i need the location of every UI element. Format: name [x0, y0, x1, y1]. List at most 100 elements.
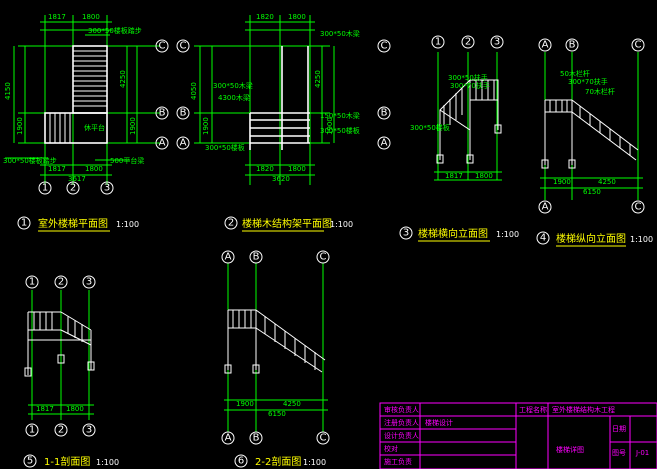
- tb-label: 日期: [612, 425, 626, 433]
- note-text: 300*50楼板: [320, 126, 360, 135]
- dim-text: 1900: [326, 117, 334, 135]
- tb-label: 工程名称: [519, 405, 547, 414]
- axis-label: A: [542, 40, 549, 51]
- axis-label: B: [180, 108, 187, 119]
- view-number: 1: [21, 218, 27, 229]
- axis-label: C: [635, 202, 642, 213]
- tb-value: J-01: [635, 449, 649, 457]
- dim-text: 1820: [256, 13, 274, 21]
- dim-text: 1820: [256, 165, 274, 173]
- view-number: 6: [238, 456, 244, 467]
- dim-text: 4050: [190, 82, 198, 100]
- tb-label: 校对: [384, 444, 398, 453]
- view-3-texts: 300*50扶手 300*70扶手 300*50楼板 1817 1800: [410, 73, 493, 180]
- view-title: 1-1剖面图: [44, 455, 90, 468]
- dim-text: 1800: [85, 165, 103, 173]
- view-number: 2: [228, 218, 234, 229]
- axis-label: 3: [104, 183, 110, 194]
- view-title: 楼梯横向立面图: [418, 227, 488, 240]
- view-title: 楼梯纵向立面图: [556, 232, 626, 245]
- view-1-texts: 1817 1800 300*50楼板踏步 4150 1900 4250 1900…: [3, 13, 144, 183]
- dim-text: 1800: [288, 13, 306, 21]
- dim-text: 1900: [553, 178, 571, 186]
- title-block: 审核负责人 注册负责人 设计负责人 校对 施工负责 楼梯设计 工程名称 室外楼梯…: [379, 402, 657, 469]
- dim-text: 1800: [288, 165, 306, 173]
- dim-text: 1817: [36, 405, 54, 413]
- dim-text: 1817: [445, 172, 463, 180]
- note-text: 休平台: [84, 123, 105, 132]
- axis-label: C: [635, 40, 642, 51]
- axis-label: C: [180, 41, 187, 52]
- axis-label: 1: [435, 37, 441, 48]
- view-6-texts: 1900 4250 6150: [236, 400, 301, 418]
- view-4-longitudinal-elevation: [540, 52, 643, 200]
- axis-label: A: [159, 138, 166, 149]
- dim-text: 1900: [236, 400, 254, 408]
- note-text: 300*50楼板踏步: [88, 26, 142, 35]
- dim-text: 1800: [475, 172, 493, 180]
- view-number: 4: [540, 233, 546, 244]
- note-text: 50木栏杆: [560, 69, 590, 78]
- axis-label: 1: [29, 277, 35, 288]
- dim-text: 1800: [82, 13, 100, 21]
- axis-label: 2: [58, 277, 64, 288]
- axis-label: 1: [29, 425, 35, 436]
- dim-text: 1817: [48, 165, 66, 173]
- note-text: 300*50木梁: [320, 29, 360, 38]
- tb-label: 设计负责人: [384, 431, 419, 440]
- note-text: 300*50木梁: [213, 81, 253, 90]
- axis-label: B: [569, 40, 576, 51]
- view-scale: 1:100: [96, 458, 119, 467]
- dim-text: 4250: [283, 400, 301, 408]
- axis-label: C: [381, 41, 388, 52]
- view-scale: 1:100: [330, 220, 353, 229]
- tb-value: 室外楼梯结构木工程: [552, 405, 615, 414]
- note-text: 150*50木梁: [320, 111, 360, 120]
- dim-text: 1900: [129, 117, 137, 135]
- view-scale: 1:100: [303, 458, 326, 467]
- note-text: 300*70扶手: [450, 81, 490, 90]
- axis-label: B: [253, 433, 260, 444]
- note-text: 300*50楼板: [205, 143, 245, 152]
- axis-bubbles: C B A 1 2 3 C B A C B A 1 2 3 A B C A C …: [25, 35, 645, 445]
- dim-text: 4250: [314, 70, 322, 88]
- axis-label: 3: [86, 277, 92, 288]
- note-text: 300*50楼板: [410, 123, 450, 132]
- note-text: 300*50楼板踏步: [3, 156, 57, 165]
- view-titles: 1 室外楼梯平面图 1:100 2 楼梯木结构架平面图 1:100 3 楼梯横向…: [17, 216, 653, 468]
- note-text: 4300木梁: [218, 93, 250, 102]
- dim-text: 1900: [16, 117, 24, 135]
- axis-label: 3: [494, 37, 500, 48]
- dim-text: 6150: [268, 410, 286, 418]
- axis-label: C: [320, 252, 327, 263]
- dim-text: 6150: [583, 188, 601, 196]
- dim-text: 3617: [68, 175, 86, 183]
- axis-label: B: [253, 252, 260, 263]
- view-scale: 1:100: [496, 230, 519, 239]
- tb-label: 施工负责: [384, 457, 412, 466]
- view-number: 5: [27, 456, 33, 467]
- tb-label: 图号: [612, 449, 626, 457]
- view-title: 楼梯木结构架平面图: [242, 217, 332, 230]
- view-6-section-2-2: [224, 263, 328, 432]
- dim-text: 1800: [66, 405, 84, 413]
- axis-label: C: [320, 433, 327, 444]
- axis-label: A: [542, 202, 549, 213]
- dim-text: 3620: [272, 175, 290, 183]
- dim-text: 1817: [48, 13, 66, 21]
- note-text: 300*50扶手: [448, 73, 488, 82]
- view-4-texts: 50木栏杆 300*70扶手 70木栏杆 1900 4250 6150: [553, 69, 616, 196]
- note-text: 300*70扶手: [568, 77, 608, 86]
- axis-label: 2: [58, 425, 64, 436]
- view-1-stair-plan: [5, 15, 160, 185]
- view-title: 室外楼梯平面图: [38, 217, 108, 230]
- tb-label: 注册负责人: [384, 418, 419, 427]
- dim-text: 1900: [202, 117, 210, 135]
- axis-label: 3: [86, 425, 92, 436]
- dim-text: 4150: [4, 82, 12, 100]
- view-title: 2-2剖面图: [255, 455, 301, 468]
- view-2-frame-plan: [194, 15, 335, 185]
- tb-label: 审核负责人: [384, 405, 419, 414]
